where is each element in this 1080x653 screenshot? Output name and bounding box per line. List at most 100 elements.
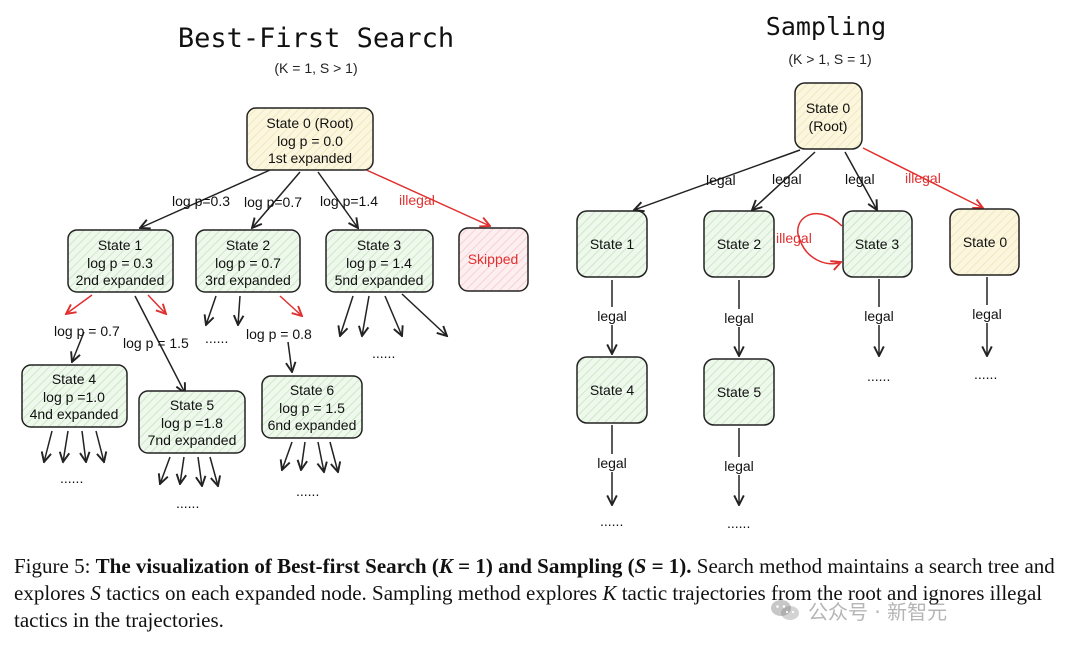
caption-k: K bbox=[438, 554, 453, 578]
node-line: State 6 bbox=[290, 382, 335, 398]
skipped-label: Skipped bbox=[468, 251, 519, 267]
caption-eq-1: = 1) bbox=[452, 554, 493, 578]
node-line: State 2 bbox=[226, 237, 271, 253]
sampling-state-1-node: State 1 bbox=[576, 210, 648, 278]
best-first-params: (K = 1, S > 1) bbox=[274, 60, 357, 76]
caption-k-2: K bbox=[602, 581, 617, 605]
node-line: State 3 bbox=[855, 236, 900, 252]
caption-text-1: Search method maintains a search tree an… bbox=[14, 554, 1055, 605]
node-line: log p = 0.3 bbox=[87, 255, 153, 271]
ellipsis-s4: ...... bbox=[60, 470, 83, 486]
sampling-ellipsis-s0: ...... bbox=[974, 366, 997, 382]
edge-label-s1-s4: log p = 0.7 bbox=[54, 323, 120, 339]
node-line: log p =1.0 bbox=[43, 389, 105, 405]
edge-label-s2-s6: log p = 0.8 bbox=[246, 326, 312, 342]
caption-text-2: tactics on each expanded node. Sampling … bbox=[100, 581, 603, 605]
figure-caption: Figure 5: The visualization of Best-firs… bbox=[14, 553, 1064, 634]
node-line: 7nd expanded bbox=[148, 432, 237, 448]
sampling-ellipsis-s3: ...... bbox=[867, 368, 890, 384]
sampling-root-node: State 0 (Root) bbox=[794, 82, 863, 150]
node-line: State 5 bbox=[170, 397, 215, 413]
node-line: 2nd expanded bbox=[76, 272, 165, 288]
sampling-state-0-repeat-node: State 0 bbox=[949, 208, 1020, 276]
best-first-title: Best-First Search bbox=[178, 23, 454, 54]
edge-label-root-s1: log p=0.3 bbox=[172, 193, 230, 209]
legal-label: legal bbox=[972, 306, 1002, 322]
ellipsis-s5: ...... bbox=[176, 495, 199, 511]
wechat-icon bbox=[771, 600, 799, 620]
sampling-params: (K > 1, S = 1) bbox=[788, 51, 871, 67]
best-first-state-6-leaf-edges bbox=[282, 441, 338, 472]
node-line: (Root) bbox=[809, 118, 848, 134]
node-line: 3rd expanded bbox=[205, 272, 291, 288]
node-line: 1st expanded bbox=[268, 150, 352, 166]
node-line: State 0 (Root) bbox=[266, 115, 353, 131]
sampling-state-2-node: State 2 bbox=[703, 210, 775, 278]
node-line: log p = 0.7 bbox=[215, 255, 281, 271]
legal-label: legal bbox=[864, 308, 894, 324]
node-line: State 0 bbox=[963, 234, 1008, 250]
sampling-ellipsis-s4: ...... bbox=[600, 513, 623, 529]
sampling-root-edges bbox=[634, 147, 983, 210]
best-first-skipped-node: Skipped bbox=[458, 227, 529, 292]
caption-s-2: S bbox=[90, 581, 101, 605]
legal-label: legal bbox=[724, 310, 754, 326]
legal-label: legal bbox=[597, 308, 627, 324]
caption-lead: Figure 5: bbox=[14, 554, 91, 578]
sampling-edge-label-illegal: illegal bbox=[905, 170, 941, 186]
node-line: State 4 bbox=[52, 371, 97, 387]
node-line: 4nd expanded bbox=[30, 406, 119, 422]
node-line: log p = 0.0 bbox=[277, 133, 343, 149]
best-first-state-3-edges bbox=[340, 293, 447, 336]
sampling-loop-label: illegal bbox=[776, 230, 812, 246]
caption-text-3: tactic trajectories from the root and ig… bbox=[14, 581, 1043, 632]
edge-label-root-skipped: illegal bbox=[399, 192, 435, 208]
node-line: State 5 bbox=[717, 384, 762, 400]
best-first-state-5-leaf-edges bbox=[160, 456, 218, 486]
sampling-lower-edges bbox=[612, 277, 987, 505]
legal-label: legal bbox=[724, 458, 754, 474]
sampling-legal-labels: legal legal legal legal legal legal bbox=[594, 305, 1005, 475]
best-first-state-6-node: State 6 log p = 1.5 6nd expanded bbox=[261, 375, 363, 439]
node-line: 5nd expanded bbox=[335, 272, 424, 288]
node-line: log p = 1.4 bbox=[346, 255, 412, 271]
node-line: State 4 bbox=[590, 382, 635, 398]
best-first-state-4-node: State 4 log p =1.0 4nd expanded bbox=[21, 364, 128, 428]
watermark-text: 公众号 · 新智元 bbox=[808, 599, 948, 624]
sampling-state-5-node: State 5 bbox=[703, 358, 775, 426]
node-line: State 0 bbox=[806, 100, 851, 116]
legal-label: legal bbox=[597, 455, 627, 471]
sampling-ellipsis-s5: ...... bbox=[727, 515, 750, 531]
sampling-title: Sampling bbox=[766, 12, 886, 41]
sampling-illegal-loop bbox=[797, 213, 842, 264]
edge-label-root-s2: log p=0.7 bbox=[244, 194, 302, 210]
node-line: State 1 bbox=[98, 237, 143, 253]
edge-label-root-s3: log p=1.4 bbox=[320, 193, 378, 209]
best-first-state-5-node: State 5 log p =1.8 7nd expanded bbox=[138, 390, 246, 454]
best-first-state-4-leaf-edges bbox=[44, 430, 104, 462]
caption-bold-1: The visualization of Best-first Search ( bbox=[95, 554, 439, 578]
sampling-edge-label-s2: legal bbox=[772, 171, 802, 187]
node-line: State 2 bbox=[717, 236, 762, 252]
caption-bold-2: and Sampling ( bbox=[492, 554, 635, 578]
node-line: 6nd expanded bbox=[268, 417, 357, 433]
caption-s: S bbox=[634, 554, 647, 578]
node-line: log p = 1.5 bbox=[279, 400, 345, 416]
best-first-state-3-node: State 3 log p = 1.4 5nd expanded bbox=[325, 229, 434, 293]
best-first-state-1-node: State 1 log p = 0.3 2nd expanded bbox=[67, 229, 174, 293]
node-line: State 3 bbox=[357, 237, 402, 253]
diagram-canvas: Best-First Search (K = 1, S > 1) log p=0… bbox=[21, 12, 1020, 531]
node-line: log p =1.8 bbox=[161, 415, 223, 431]
sampling-state-4-node: State 4 bbox=[576, 356, 648, 424]
ellipsis-s2: ...... bbox=[205, 330, 228, 346]
sampling-edge-label-s1: legal bbox=[706, 172, 736, 188]
best-first-state-1-edges bbox=[66, 294, 185, 393]
edge-label-s1-s5: log p = 1.5 bbox=[123, 335, 189, 351]
best-first-root-edges bbox=[140, 167, 490, 228]
best-first-root-node: State 0 (Root) log p = 0.0 1st expanded bbox=[246, 107, 374, 171]
watermark: 公众号 · 新智元 bbox=[770, 593, 1060, 627]
best-first-state-2-node: State 2 log p = 0.7 3rd expanded bbox=[195, 229, 301, 293]
sampling-state-3-node: State 3 bbox=[842, 210, 913, 278]
ellipsis-s3: ...... bbox=[372, 345, 395, 361]
ellipsis-s6: ...... bbox=[296, 483, 319, 499]
